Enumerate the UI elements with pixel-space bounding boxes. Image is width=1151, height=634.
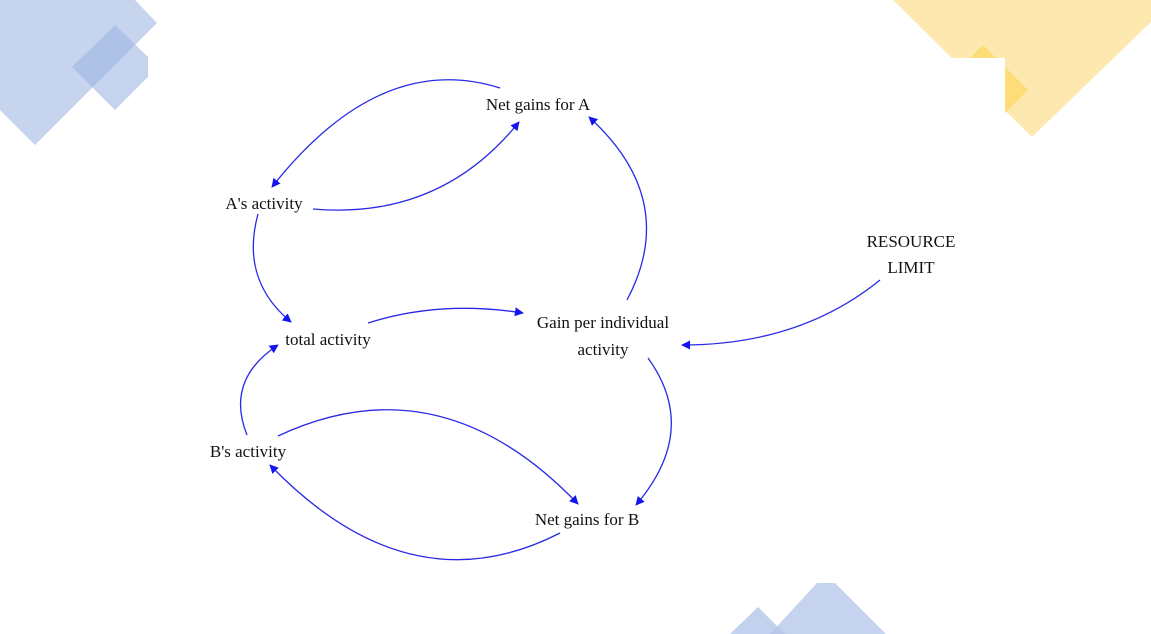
node-net-gains-for-b: Net gains for B — [535, 510, 639, 529]
link-netgainsb-to-bactivity — [269, 464, 561, 561]
decoration-top-left — [0, 0, 157, 145]
node-gain-per-individual-line1: Gain per individual — [537, 313, 669, 332]
link-aactivity-to-totalactivity — [252, 213, 292, 323]
node-net-gains-for-a: Net gains for A — [486, 95, 591, 114]
node-b-activity: B's activity — [210, 442, 287, 461]
link-netgainsa-to-aactivity — [271, 79, 501, 188]
link-aactivity-to-netgainsa — [312, 121, 520, 211]
decoration-bottom — [730, 583, 886, 634]
node-resource-limit-line1: RESOURCE — [867, 232, 956, 251]
decoration-top-right — [893, 0, 1151, 137]
node-a-activity: A's activity — [225, 194, 303, 213]
link-gain-to-netgainsa — [588, 116, 648, 301]
link-gain-to-netgainsb — [635, 357, 672, 506]
node-total-activity: total activity — [285, 330, 371, 349]
link-bactivity-to-totalactivity — [239, 344, 279, 436]
node-resource-limit-line2: LIMIT — [887, 258, 935, 277]
link-resourcelimit-to-gain — [681, 279, 881, 350]
node-gain-per-individual-line2: activity — [578, 340, 629, 359]
link-totalactivity-to-gain — [367, 307, 524, 324]
link-bactivity-to-netgainsb — [277, 409, 579, 505]
